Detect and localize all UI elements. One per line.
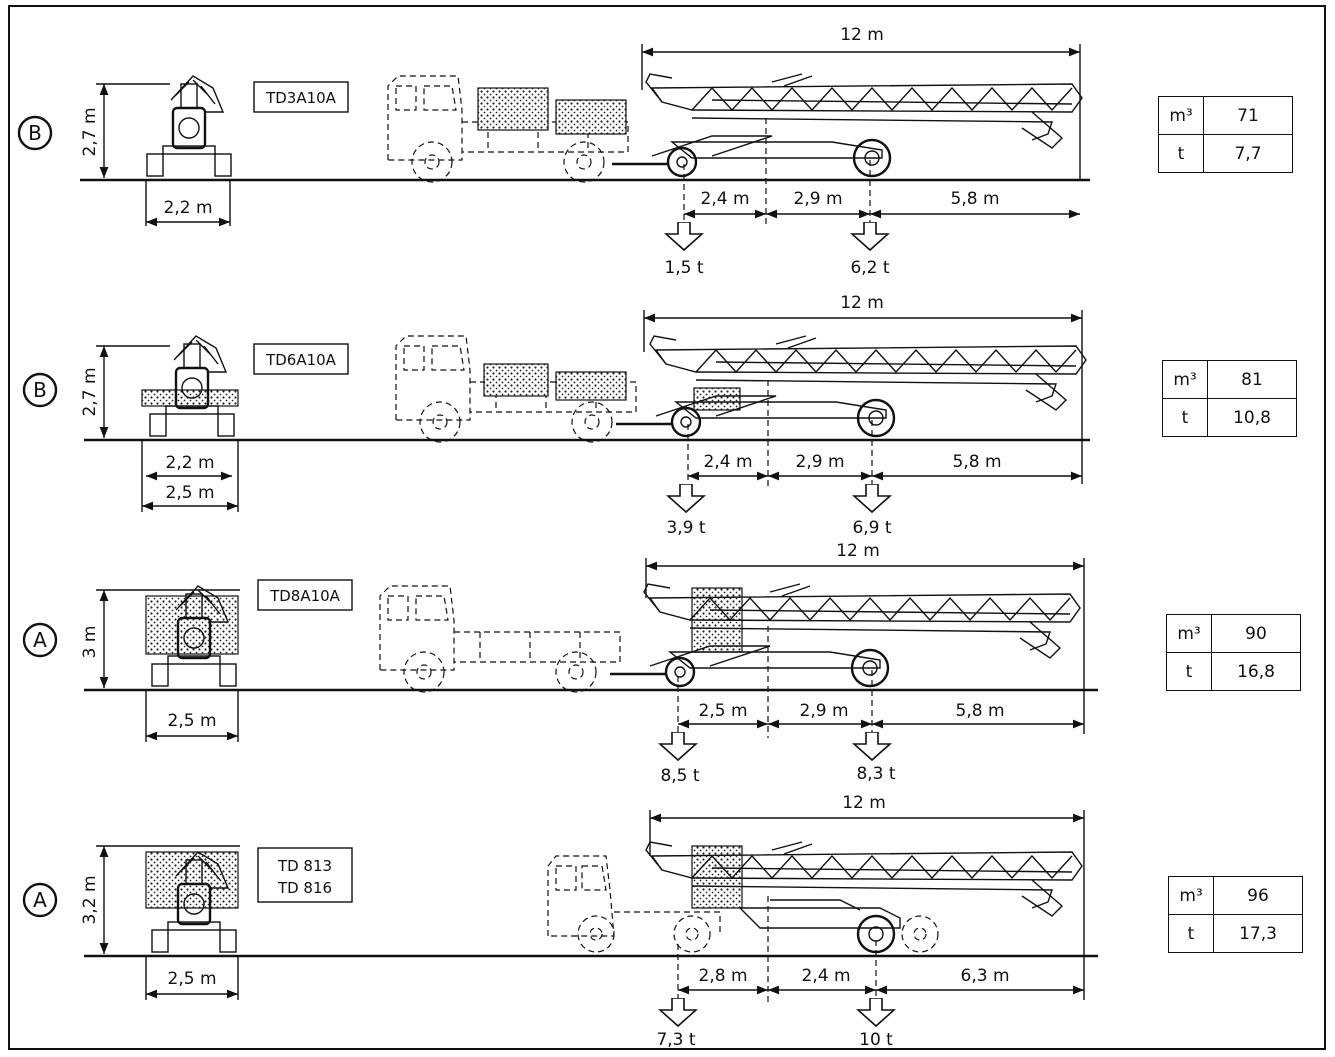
- trailer-icon: [610, 134, 892, 178]
- mass-value: 17,3: [1213, 914, 1303, 953]
- class-circle: [17, 115, 53, 151]
- class-circle: [22, 372, 58, 408]
- height-label: 3 m: [80, 626, 100, 659]
- height-label: 2,7 m: [80, 108, 100, 157]
- model-label: TD 816: [277, 879, 332, 897]
- cargo-block: [477, 87, 549, 131]
- cargo-block: [145, 851, 239, 909]
- cargo-block: [483, 363, 549, 397]
- arrow-down-load-icon: [659, 998, 697, 1027]
- axle-load-label: 10 t: [859, 1030, 893, 1050]
- span-label: 2,8 m: [699, 966, 748, 986]
- volume-unit: m³: [1168, 876, 1214, 915]
- length-label: 12 m: [836, 541, 880, 561]
- row-2: B 2,7 m 2,2 m 2,5 m TD6A10A 12 m 2,4 m 2…: [22, 293, 1090, 538]
- volume-unit: m³: [1166, 614, 1212, 653]
- row-1: B 2,7 m 2,2 m TD3A10A 12 m 2,4 m 2,9 m 5…: [17, 25, 1090, 278]
- arrow-down-load-icon: [853, 484, 891, 513]
- width-label: 2,5 m: [168, 711, 217, 731]
- mass-unit: t: [1168, 914, 1214, 953]
- length-label: 12 m: [840, 293, 884, 313]
- trailer-icon: [738, 899, 901, 954]
- arrow-down-load-icon: [665, 222, 703, 251]
- truck-cab-icon: [547, 855, 939, 953]
- span-label: 2,4 m: [704, 452, 753, 472]
- model-label: TD8A10A: [269, 587, 341, 605]
- cargo-block: [693, 387, 741, 411]
- model-box: [253, 81, 349, 113]
- cargo-block: [145, 595, 239, 655]
- class-letter: B: [33, 378, 47, 402]
- span-label: 5,8 m: [956, 701, 1005, 721]
- arrow-down-load-icon: [659, 732, 697, 761]
- class-circle: [22, 882, 58, 918]
- arrow-down-load-icon: [853, 732, 891, 761]
- model-box: [257, 579, 353, 611]
- width-label: 2,2 m: [164, 198, 213, 218]
- axle-load-label: 3,9 t: [666, 518, 705, 538]
- width-label: 2,5 m: [168, 969, 217, 989]
- width-label: 2,5 m: [166, 483, 215, 503]
- volume-value: 96: [1213, 876, 1303, 915]
- axle-load-label: 7,3 t: [656, 1030, 695, 1050]
- arrow-down-load-icon: [667, 484, 705, 513]
- class-letter: A: [33, 888, 47, 912]
- truck-cab-icon: [379, 585, 621, 693]
- mass-unit: t: [1162, 398, 1208, 437]
- span-label: 2,4 m: [701, 189, 750, 209]
- span-label: 2,9 m: [800, 701, 849, 721]
- volume-unit: m³: [1158, 96, 1204, 135]
- diagram-frame: [8, 5, 1326, 1050]
- trailer-icon: [608, 644, 890, 688]
- volume-value: 81: [1207, 360, 1297, 399]
- length-label: 12 m: [842, 793, 886, 813]
- mass-unit: t: [1158, 134, 1204, 173]
- arrow-down-load-icon: [851, 222, 889, 251]
- axle-load-label: 6,2 t: [850, 258, 889, 278]
- span-label: 5,8 m: [953, 452, 1002, 472]
- model-box: [253, 343, 349, 375]
- mass-value: 10,8: [1207, 398, 1297, 437]
- span-label: 2,4 m: [802, 966, 851, 986]
- axle-load-label: 6,9 t: [852, 518, 891, 538]
- volume-unit: m³: [1162, 360, 1208, 399]
- mass-value: 16,8: [1211, 652, 1301, 691]
- span-label: 5,8 m: [951, 189, 1000, 209]
- mass-unit: t: [1166, 652, 1212, 691]
- model-label: TD6A10A: [265, 351, 337, 369]
- row-3: A 3 m 2,5 m TD8A10A 12 m 2,5 m 2,9 m 5,8…: [22, 541, 1098, 786]
- cargo-block: [555, 371, 627, 401]
- span-label: 2,9 m: [794, 189, 843, 209]
- height-label: 3,2 m: [80, 876, 100, 925]
- volume-value: 90: [1211, 614, 1301, 653]
- arrow-down-load-icon: [857, 998, 895, 1027]
- height-label: 2,7 m: [80, 368, 100, 417]
- model-label: TD3A10A: [265, 89, 337, 107]
- volume-value: 71: [1203, 96, 1293, 135]
- cargo-block: [555, 99, 627, 135]
- width-label: 2,2 m: [166, 453, 215, 473]
- class-letter: A: [33, 628, 47, 652]
- model-label: TD 813: [277, 857, 332, 875]
- span-label: 2,9 m: [796, 452, 845, 472]
- span-label: 2,5 m: [699, 701, 748, 721]
- span-label: 6,3 m: [961, 966, 1010, 986]
- class-circle: [22, 622, 58, 658]
- front-view-icon: [145, 74, 233, 178]
- row-4: A 3,2 m 2,5 m TD 813 TD 816 12: [22, 793, 1098, 1050]
- class-letter: B: [28, 121, 42, 145]
- trailer-icon: [614, 394, 896, 438]
- front-view-icon: [148, 334, 236, 438]
- model-box: [257, 847, 353, 903]
- axle-load-label: 1,5 t: [664, 258, 703, 278]
- axle-load-label: 8,5 t: [660, 766, 699, 786]
- axle-load-label: 8,3 t: [856, 764, 895, 784]
- mass-value: 7,7: [1203, 134, 1293, 173]
- length-label: 12 m: [840, 25, 884, 45]
